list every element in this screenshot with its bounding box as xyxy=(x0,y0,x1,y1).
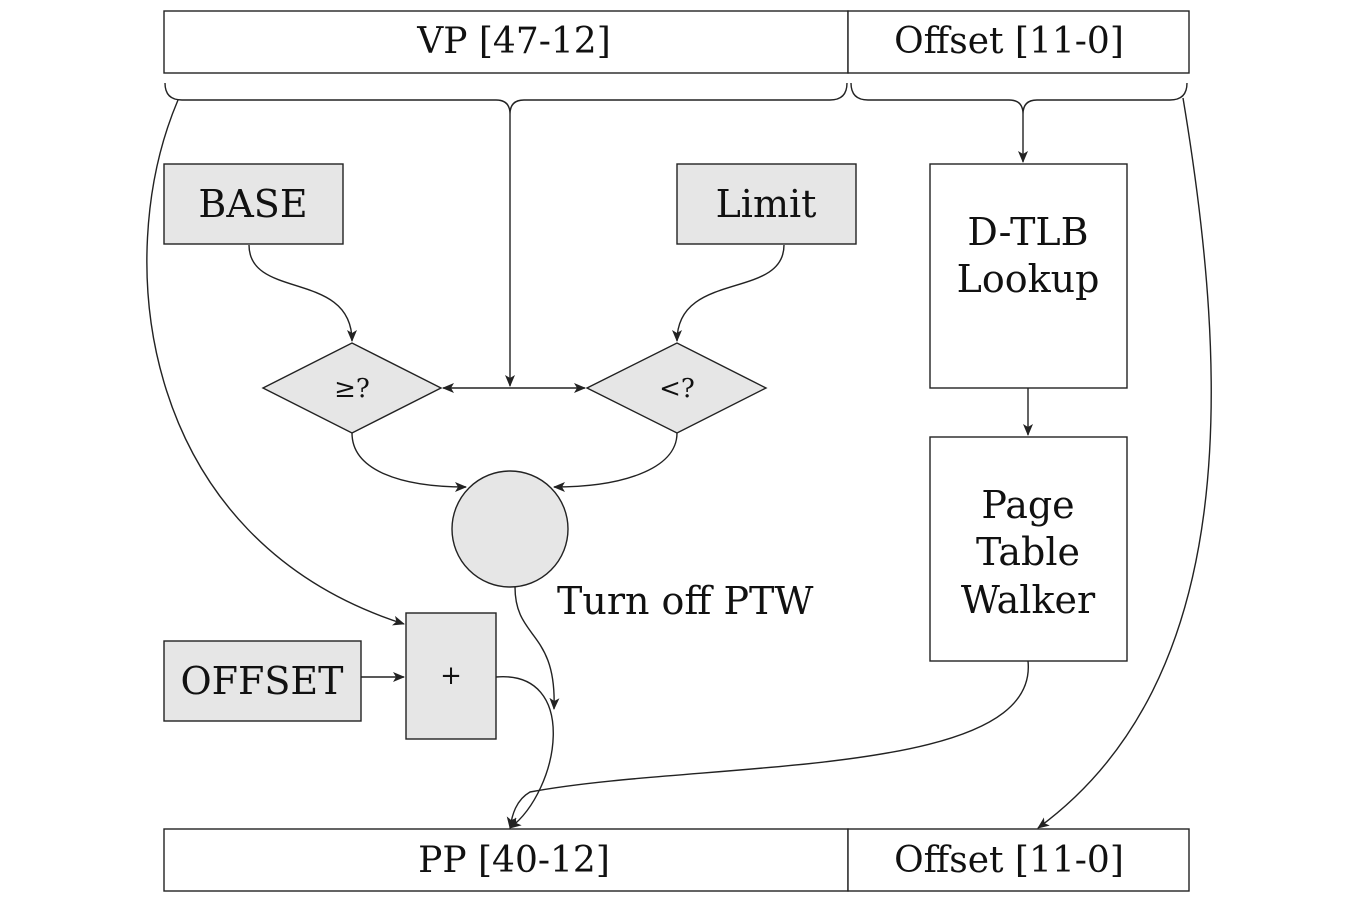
limit-box: Limit xyxy=(676,163,857,245)
ptw-line3: Walker xyxy=(961,578,1096,622)
connectors xyxy=(146,97,1212,829)
bottom-offset-field xyxy=(847,828,1190,892)
offset-passthrough-arrow xyxy=(1037,97,1212,829)
ge-label: ≥? xyxy=(334,374,370,404)
offset-box: OFFSET xyxy=(163,640,362,722)
ge-to-gate-arrow xyxy=(351,432,467,492)
dtlb-line2: Lookup xyxy=(957,257,1100,301)
ptw-line1: Page xyxy=(981,483,1074,527)
limit-label: Limit xyxy=(716,182,817,226)
gate-output-arrow xyxy=(514,586,560,710)
ptw-control-label: Turn off PTW xyxy=(557,579,813,623)
pp-label: PP [40-12] xyxy=(418,840,610,881)
ptw-box: Page Table Walker xyxy=(929,436,1128,662)
vp-to-adder-arrow xyxy=(146,99,405,626)
lt-comparator: <? xyxy=(585,342,768,434)
offset-box-label: OFFSET xyxy=(180,659,343,703)
adder-label: + xyxy=(440,661,462,691)
and-gate-circle xyxy=(451,470,569,588)
adder-box: + xyxy=(405,612,497,740)
offset-brace xyxy=(850,82,1188,115)
base-box: BASE xyxy=(163,163,344,245)
top-offset-field xyxy=(847,10,1190,74)
vp-label: VP [47-12] xyxy=(416,21,611,62)
ptw-line2: Table xyxy=(976,530,1080,574)
base-to-ge-arrow xyxy=(248,244,357,342)
bottom-offset-label: Offset [11-0] xyxy=(894,840,1124,881)
dtlb-box: D-TLB Lookup xyxy=(929,163,1128,389)
top-register: VP [47-12] Offset [11-0] xyxy=(163,10,1190,74)
limit-to-lt-arrow xyxy=(672,244,785,342)
ptw-to-pp-arrow xyxy=(506,660,1029,829)
lt-to-gate-arrow xyxy=(553,432,678,492)
vp-brace xyxy=(164,82,848,115)
vp-field xyxy=(163,10,849,74)
lt-label: <? xyxy=(659,374,695,404)
adder-to-pp-wire xyxy=(495,676,554,829)
pp-field xyxy=(163,828,849,892)
base-label: BASE xyxy=(198,182,307,226)
top-offset-label: Offset [11-0] xyxy=(894,21,1124,62)
ge-comparator: ≥? xyxy=(261,342,443,434)
bottom-register: PP [40-12] Offset [11-0] xyxy=(163,828,1190,892)
dtlb-line1: D-TLB xyxy=(967,210,1088,254)
